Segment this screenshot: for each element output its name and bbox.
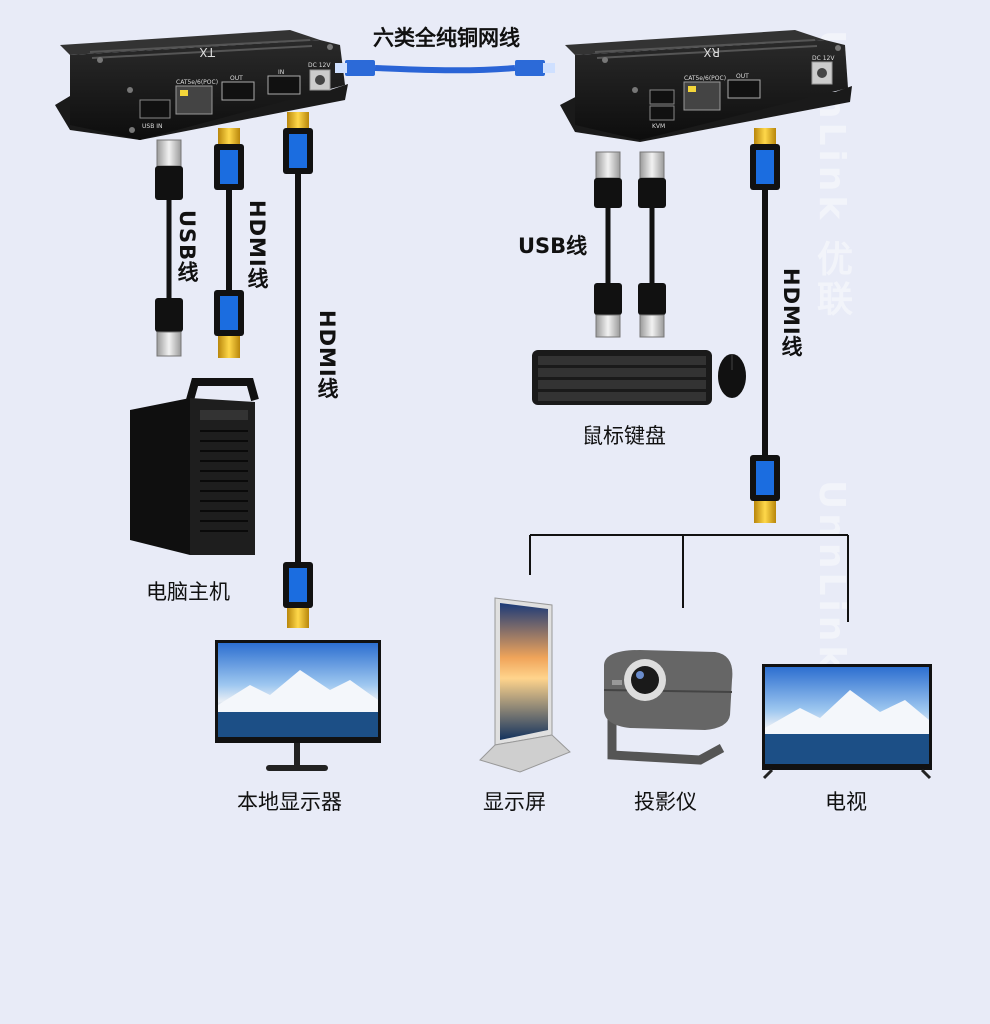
local-monitor xyxy=(215,640,381,771)
hdmi-cable-right xyxy=(750,128,780,523)
projector xyxy=(603,650,733,765)
tx-name: TX xyxy=(199,45,216,59)
tx-port-rj45: CAT5e/6(POC) xyxy=(176,79,218,86)
rx-port-out: OUT xyxy=(736,73,749,80)
usb-label-right: USB线 xyxy=(518,234,588,258)
hdmi-label-left-long: HDMI线 xyxy=(315,310,339,400)
tx-port-dc: DC 12V xyxy=(308,62,331,69)
display-screen-label: 显示屏 xyxy=(483,790,546,814)
local-monitor-label: 本地显示器 xyxy=(237,790,342,814)
tv-label: 电视 xyxy=(825,790,867,814)
usb-label-left: USB线 xyxy=(175,210,199,284)
tx-extender xyxy=(55,30,348,140)
tx-port-in: IN xyxy=(278,69,284,76)
tv xyxy=(762,664,932,780)
tx-port-usb: USB IN xyxy=(142,123,162,130)
tx-port-out: OUT xyxy=(230,75,243,82)
output-split-lines xyxy=(529,534,849,622)
network-cable xyxy=(335,60,555,76)
rx-port-rj45: CAT5e/6(POC) xyxy=(684,75,726,82)
projector-label: 投影仪 xyxy=(634,790,697,814)
rx-port-kvm: KVM xyxy=(652,123,665,130)
kiosk-display xyxy=(479,597,571,773)
cable-label: 六类全纯铜网线 xyxy=(373,26,520,50)
hdmi-cable-left-short xyxy=(214,128,244,358)
pc-tower xyxy=(130,378,259,555)
keyboard-mouse xyxy=(532,350,746,405)
hdmi-label-left-short: HDMI线 xyxy=(245,200,269,290)
hdmi-cable-left-long xyxy=(283,112,313,628)
rx-name: RX xyxy=(703,45,720,59)
usb-cable-left xyxy=(155,139,183,357)
usb-cables-right xyxy=(594,151,666,338)
keyboard-mouse-label: 鼠标键盘 xyxy=(582,424,666,448)
rx-extender xyxy=(560,30,852,142)
rx-port-dc: DC 12V xyxy=(812,55,835,62)
hdmi-label-right: HDMI线 xyxy=(779,268,803,358)
pc-label: 电脑主机 xyxy=(146,580,230,604)
